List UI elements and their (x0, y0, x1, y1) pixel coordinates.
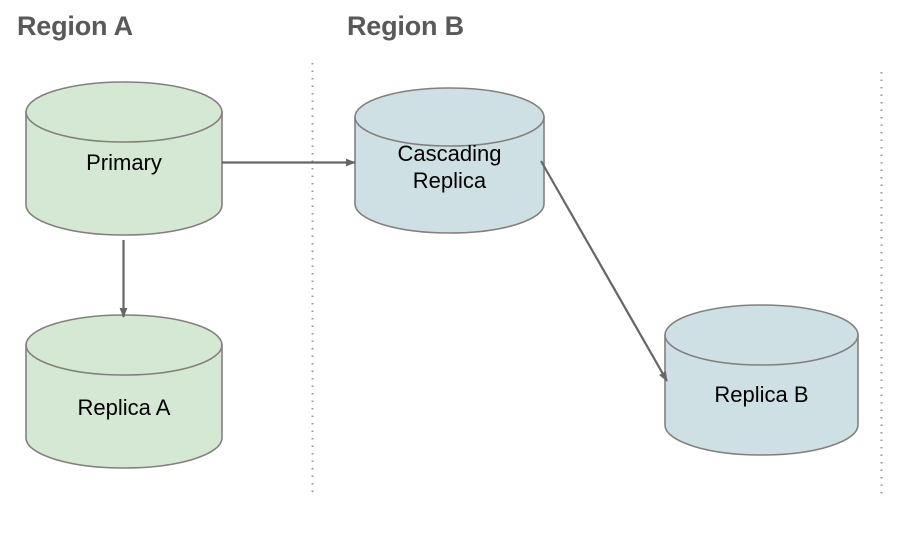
node-cascading-replica[interactable] (354, 87, 545, 234)
node-replica-a[interactable] (25, 314, 223, 469)
replica-b-cylinder-top (664, 304, 859, 366)
replica-a-cylinder-body (25, 344, 223, 469)
replica-a-cylinder-top (25, 314, 223, 376)
primary-cylinder-body (25, 111, 223, 236)
node-primary[interactable] (25, 81, 223, 236)
primary-cylinder-top (25, 81, 223, 143)
edge-cascading-to-replica-b[interactable] (540, 160, 668, 382)
cascading-replica-cylinder-top (354, 87, 545, 147)
replica-b-cylinder-body (664, 334, 859, 456)
region-b-title: Region B (347, 11, 464, 41)
cascading-replica-cylinder-body (354, 116, 545, 234)
node-replica-b[interactable] (664, 304, 859, 456)
region-a-title: Region A (17, 11, 133, 41)
